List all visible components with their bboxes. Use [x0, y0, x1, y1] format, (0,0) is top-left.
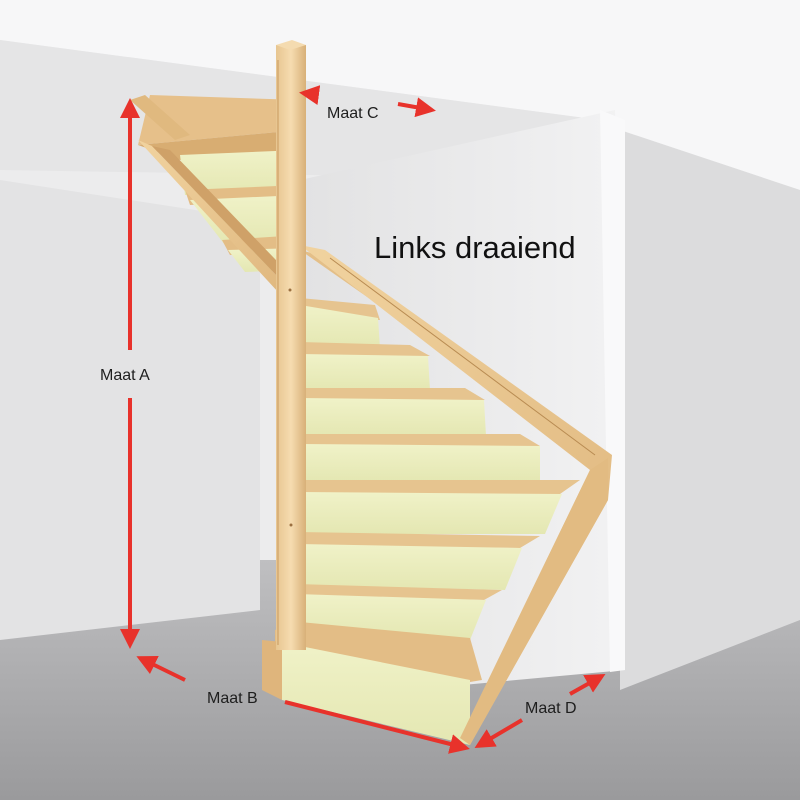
diagram-title: Links draaiend [374, 230, 576, 265]
maat-a-label: Maat A [100, 367, 150, 384]
dimension-arrows [120, 85, 606, 754]
tread-4 [300, 434, 540, 446]
riser-3 [300, 398, 486, 436]
upper-riser-1 [180, 150, 300, 195]
bottom-step-side [262, 640, 282, 700]
bottom-riser [280, 642, 470, 745]
maat-c-label: Maat C [327, 105, 379, 122]
maat-c-arrow-left [299, 85, 321, 106]
riser-4 [300, 444, 540, 482]
upper-stringer [138, 140, 300, 305]
wood-knot [288, 288, 292, 292]
newel-post [276, 40, 306, 650]
lower-flight [262, 245, 612, 745]
maat-d-label: Maat D [525, 700, 577, 717]
maat-b-arrow-left [136, 656, 186, 682]
outer-stringer-face [460, 458, 608, 745]
maat-c-arrow-right [397, 97, 436, 118]
right-wall [620, 130, 800, 690]
newel-post-top [276, 40, 306, 50]
partition-wall-edge [600, 110, 625, 672]
riser-6 [298, 544, 522, 590]
tread-5 [300, 480, 580, 494]
upper-winder-steps [130, 95, 300, 305]
riser-2 [300, 354, 430, 390]
riser-5 [300, 492, 562, 534]
maat-b-label: Maat B [207, 690, 258, 707]
tread-6 [298, 532, 540, 548]
maat-b-arrow-right [284, 700, 470, 754]
newel-post-body [276, 45, 306, 650]
top-newel-cap [130, 95, 190, 140]
ceiling [0, 0, 800, 190]
wood-knot [289, 523, 293, 527]
tread-3 [300, 388, 485, 400]
maat-d-arrow-left [474, 718, 524, 749]
bottom-tread [275, 622, 482, 682]
upper-stringer-side [152, 146, 300, 300]
stringer-edge-line [329, 257, 596, 456]
riser-1 [300, 305, 380, 348]
maat-d-arrow-right [569, 674, 606, 696]
labels: Maat A Maat B Maat C Maat D Links draaie… [100, 105, 577, 717]
tread-2 [300, 342, 430, 356]
